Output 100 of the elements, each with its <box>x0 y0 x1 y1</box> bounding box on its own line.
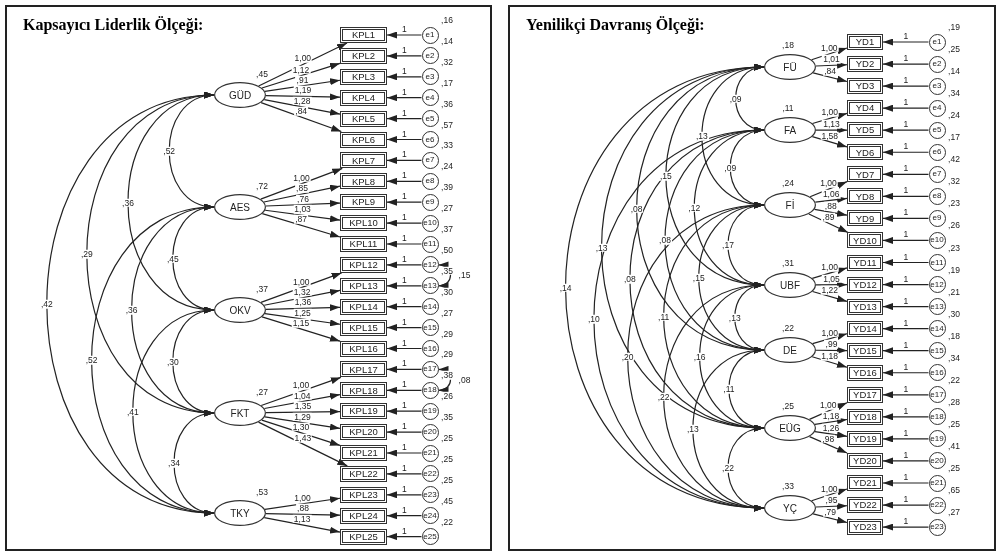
latent-variable-ellipse: YÇ <box>764 495 816 521</box>
error-term-circle: e12 <box>421 256 439 274</box>
latent-variable-ellipse: UBF <box>764 272 816 298</box>
arrow <box>882 192 930 200</box>
variance-label: ,25 <box>947 419 961 429</box>
arrow <box>811 47 848 61</box>
arrow <box>386 324 423 332</box>
arrow <box>882 236 930 244</box>
error-term-circle: e14 <box>928 320 946 338</box>
arrow <box>813 208 848 217</box>
variance-label: ,26 <box>440 391 454 401</box>
arrow <box>882 369 930 377</box>
edge-label: 1,43 <box>293 433 313 443</box>
arrow <box>386 345 423 352</box>
edge-label: 1,35 <box>293 401 313 411</box>
arrow <box>264 312 341 327</box>
arrow <box>882 303 930 311</box>
error-term-circle: e19 <box>928 430 946 448</box>
edge-label: 1 <box>902 75 910 85</box>
error-term-circle: e14 <box>421 298 439 316</box>
arrow <box>882 170 930 178</box>
indicator-box: KPL1 <box>340 27 387 43</box>
error-term-circle: e17 <box>421 360 439 378</box>
arrow <box>812 333 848 345</box>
arrow <box>812 72 848 83</box>
edge-label: ,87 <box>294 215 309 224</box>
error-term-circle: e15 <box>421 319 439 337</box>
variance-label: ,32 <box>440 57 454 67</box>
arrow <box>882 148 930 156</box>
edge-label: 1 <box>400 24 408 34</box>
variance-label: ,22 <box>440 517 454 526</box>
error-term-circle: e7 <box>928 165 946 183</box>
edge-label: ,76 <box>296 194 310 203</box>
indicator-box: YD5 <box>847 122 883 139</box>
edge-label: ,84 <box>823 66 837 76</box>
variance-label: ,24 <box>781 178 795 188</box>
indicator-box: YD13 <box>847 298 883 315</box>
variance-label: ,30 <box>947 309 961 318</box>
variance-label: ,25 <box>781 401 795 411</box>
variance-label: ,29 <box>440 329 454 338</box>
error-term-circle: e19 <box>421 402 439 420</box>
arrow <box>811 488 848 502</box>
arrow <box>386 31 423 39</box>
edge-label: 1 <box>400 380 408 389</box>
indicator-box: KPL13 <box>340 277 387 294</box>
edge-label: ,41 <box>125 407 140 416</box>
edge-label: 1 <box>902 472 910 482</box>
edge-label: ,11 <box>722 384 736 394</box>
edge-label: 1 <box>902 53 910 63</box>
variance-label: ,33 <box>781 481 795 491</box>
indicator-box: KPL10 <box>340 215 387 232</box>
edge-label: ,08 <box>629 204 644 213</box>
edge-label: 1 <box>400 317 408 326</box>
latent-variable-ellipse: GÜD <box>214 82 266 108</box>
variance-label: ,45 <box>255 69 269 79</box>
latent-variable-ellipse: EÜG <box>764 415 816 441</box>
indicator-box: KPL23 <box>340 486 387 503</box>
variance-label: ,50 <box>440 245 454 255</box>
edge-label: ,89 <box>821 212 836 222</box>
indicator-box: YD6 <box>847 144 883 161</box>
edge-label: 1,00 <box>820 43 839 53</box>
error-term-circle: e3 <box>421 68 439 86</box>
variance-label: ,27 <box>440 203 454 213</box>
panel-frame <box>5 5 492 551</box>
arrow <box>386 198 423 206</box>
edge-label: 1 <box>400 171 408 180</box>
error-term-circle: e10 <box>421 214 439 232</box>
variance-label: ,23 <box>947 243 961 252</box>
error-term-circle: e5 <box>421 110 439 128</box>
edge-label: 1 <box>400 233 408 243</box>
arrow <box>386 449 423 457</box>
indicator-box: KPL16 <box>340 340 387 357</box>
edge-label: ,30 <box>165 357 180 366</box>
indicator-box: YD7 <box>847 166 883 183</box>
arrow <box>811 356 848 368</box>
edge-label: 1,00 <box>819 178 838 188</box>
edge-label: 1,00 <box>292 277 311 286</box>
variance-label: ,57 <box>440 120 454 129</box>
arrow <box>812 513 848 524</box>
edge-label: ,08 <box>658 235 672 245</box>
variance-label: ,27 <box>255 387 269 397</box>
error-term-circle: e22 <box>421 465 439 483</box>
arrow <box>808 213 849 234</box>
variance-label: ,53 <box>255 487 269 497</box>
panel-title: Yenilikçi Davranış Ölçeği: <box>526 16 705 34</box>
edge-label: 1,00 <box>292 173 311 183</box>
latent-variable-ellipse: FÜ <box>764 54 816 80</box>
indicator-box: KPL17 <box>340 361 387 378</box>
arrow <box>386 156 423 164</box>
arrow <box>882 435 930 443</box>
panel-title: Kapsayıcı Liderlik Ölçeği: <box>23 16 204 34</box>
arrow <box>882 38 930 46</box>
latent-variable-ellipse: AES <box>214 194 266 220</box>
indicator-box: YD21 <box>847 475 883 491</box>
edge-label: 1,13 <box>822 119 841 129</box>
indicator-box: KPL4 <box>340 89 387 106</box>
indicator-box: YD22 <box>847 497 883 514</box>
variance-label: ,25 <box>440 433 454 443</box>
edge-label: ,52 <box>162 146 177 156</box>
variance-label: ,25 <box>440 475 454 485</box>
